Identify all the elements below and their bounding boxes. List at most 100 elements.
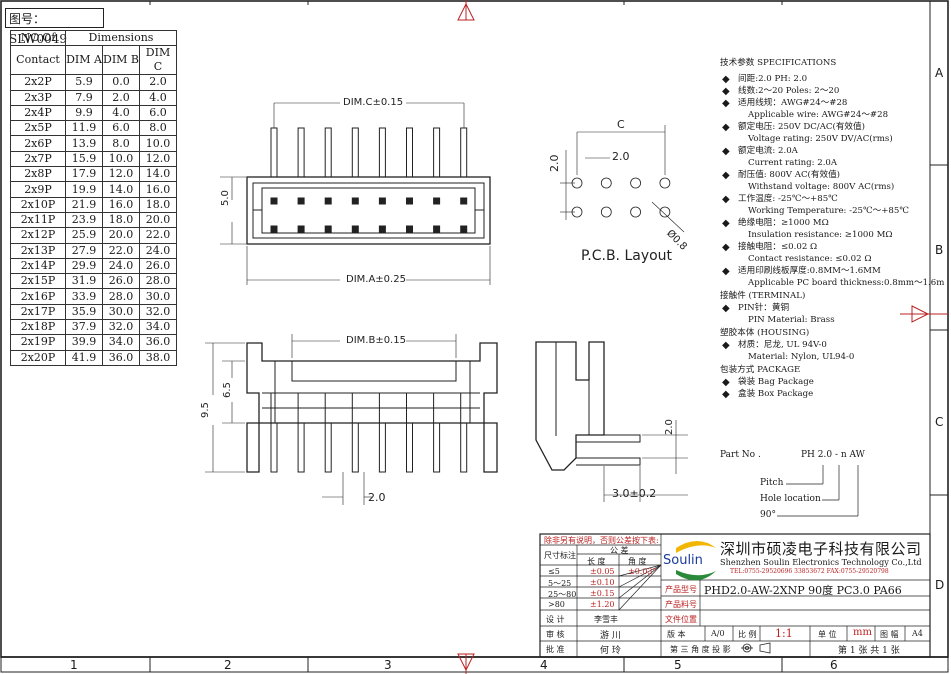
dimension-cell: 13.9 bbox=[65, 135, 103, 152]
dimension-cell: 8.0 bbox=[139, 120, 177, 137]
tolerance-note: 除非另有说明，否则公差按下表: bbox=[544, 536, 659, 545]
contact-count-cell: 2x4P bbox=[10, 104, 66, 122]
header-contact: Contact bbox=[10, 45, 66, 76]
diamond-bullet-icon: ◆ bbox=[722, 340, 730, 351]
spec-item: ◆适用线规：AWG#24～#28 bbox=[720, 97, 945, 109]
pin-lead bbox=[324, 422, 332, 473]
dimension-cell: 22.0 bbox=[139, 227, 177, 244]
border-col-3: 3 bbox=[384, 658, 392, 672]
angle-label: 角 度 bbox=[628, 557, 647, 566]
contact-count-cell: 2x20P bbox=[10, 349, 66, 366]
spec-line-2: Applicable PC board thickness:0.8mm～1.6m bbox=[748, 278, 945, 288]
pin-lead bbox=[433, 422, 441, 473]
spec-item: ◆耐压值: 800V AC(有效值) bbox=[720, 169, 945, 181]
header-no-of: NO.Of bbox=[10, 29, 66, 47]
border-col-4: 4 bbox=[540, 658, 548, 672]
dimension-cell: 26.0 bbox=[102, 273, 140, 290]
dimension-cell: 34.0 bbox=[102, 334, 140, 351]
pin-square bbox=[406, 197, 413, 205]
review-name: 游 川 bbox=[600, 631, 621, 641]
spec-item: ◆ 接触电阻：≤0.02 Ω bbox=[720, 241, 945, 253]
dimension-cell: 23.9 bbox=[65, 211, 103, 229]
contact-count-cell: 2x9P bbox=[10, 181, 66, 198]
spec-line-2: Withstand voltage: 800V AC(rms) bbox=[748, 182, 895, 192]
pin-lead bbox=[351, 127, 359, 178]
dimension-cell: 30.0 bbox=[102, 303, 140, 321]
dimension-cell: 12.0 bbox=[139, 150, 177, 168]
pin-lead bbox=[433, 127, 441, 178]
pin-square bbox=[433, 225, 441, 233]
paper-size-value: A4 bbox=[912, 629, 923, 638]
title-block-grid bbox=[539, 533, 931, 658]
pin-square bbox=[297, 225, 305, 233]
border-col-6: 6 bbox=[830, 658, 838, 672]
tolerance-length: ±0.10 bbox=[590, 578, 615, 587]
projection-symbol-icon bbox=[741, 642, 771, 654]
tolerance-angle: ±0.03° bbox=[628, 567, 657, 576]
spec-line-1: 额定电压: 250V DC/AC(有效值) bbox=[738, 122, 865, 132]
header-dim-b: DIM B bbox=[102, 45, 140, 76]
model-label: 产品型号 bbox=[665, 585, 697, 594]
contact-count-cell: 2x14P bbox=[10, 257, 66, 275]
part-angle-label: 90° bbox=[760, 510, 776, 520]
contact-count-cell: 2x17P bbox=[10, 303, 66, 321]
dimension-cell: 14.0 bbox=[139, 166, 177, 183]
spec-line-2: Contact resistance: ≤0.02 Ω bbox=[748, 254, 872, 264]
spec-line-1: 绝缘电阻：≥1000 MΩ bbox=[738, 218, 829, 228]
dimension-cell: 6.0 bbox=[139, 104, 177, 122]
pin-lead bbox=[351, 422, 359, 473]
dimension-cell: 5.9 bbox=[65, 74, 103, 91]
tolerance-range: >80 bbox=[548, 600, 565, 609]
dimension-cell: 28.0 bbox=[102, 288, 140, 305]
dimension-table: NO.Of Dimensions Contact DIM A DIM B DIM… bbox=[10, 29, 177, 366]
dimension-cell: 36.0 bbox=[102, 349, 140, 366]
dimension-cell: 29.9 bbox=[65, 257, 103, 275]
terminal-line-2: PIN Material: Brass bbox=[748, 315, 835, 325]
dimension-cell: 12.0 bbox=[102, 166, 140, 183]
spec-line-2: Working Temperature: -25℃～+85℃ bbox=[748, 206, 909, 216]
border-row-d: D bbox=[935, 578, 945, 592]
dimension-cell: 35.9 bbox=[65, 303, 103, 321]
header-dimensions: Dimensions bbox=[65, 29, 177, 46]
pcb-hole bbox=[630, 177, 641, 189]
side-view bbox=[535, 341, 688, 502]
diamond-bullet-icon: ◆ bbox=[722, 242, 730, 253]
center-marks bbox=[457, 0, 948, 674]
dimension-cell: 24.0 bbox=[102, 257, 140, 275]
pin-square bbox=[351, 197, 359, 205]
tolerance-length: ±0.05 bbox=[590, 567, 615, 576]
dimension-cell: 16.0 bbox=[102, 196, 140, 213]
pin-lead bbox=[297, 422, 305, 473]
tolerance-length: ±0.15 bbox=[590, 589, 615, 598]
file-label: 文件位置 bbox=[665, 615, 697, 624]
spec-line-1: 适用印刷线板厚度:0.8MM～1.6MM bbox=[738, 266, 881, 276]
dimension-cell: 32.0 bbox=[102, 319, 140, 336]
diamond-bullet-icon: ◆ bbox=[722, 98, 730, 109]
spec-line-2: Applicable wire: AWG#24～#28 bbox=[748, 110, 889, 120]
design-name: 李雪丰 bbox=[594, 615, 618, 624]
spec-line-1: 接触电阻：≤0.02 Ω bbox=[738, 242, 818, 252]
spec-item: ◆适用印刷线板厚度:0.8MM～1.6MM bbox=[720, 265, 945, 277]
contact-count-cell: 2x2P bbox=[10, 74, 66, 91]
spec-item: ◆工作温度: -25℃～+85℃ bbox=[720, 193, 945, 205]
dimension-cell: 41.9 bbox=[65, 349, 103, 366]
version-value: A/0 bbox=[711, 629, 725, 638]
dim-a-label: DIM.A±0.25 bbox=[346, 274, 406, 285]
border-col-5: 5 bbox=[674, 658, 682, 672]
tolerance-length: ±1.20 bbox=[590, 600, 615, 609]
side-3-label: 3.0±0.2 bbox=[612, 487, 657, 500]
dimension-cell: 0.0 bbox=[102, 74, 140, 91]
contact-count-cell: 2x13P bbox=[10, 242, 66, 259]
diamond-bullet-icon: ◆ bbox=[722, 303, 730, 314]
